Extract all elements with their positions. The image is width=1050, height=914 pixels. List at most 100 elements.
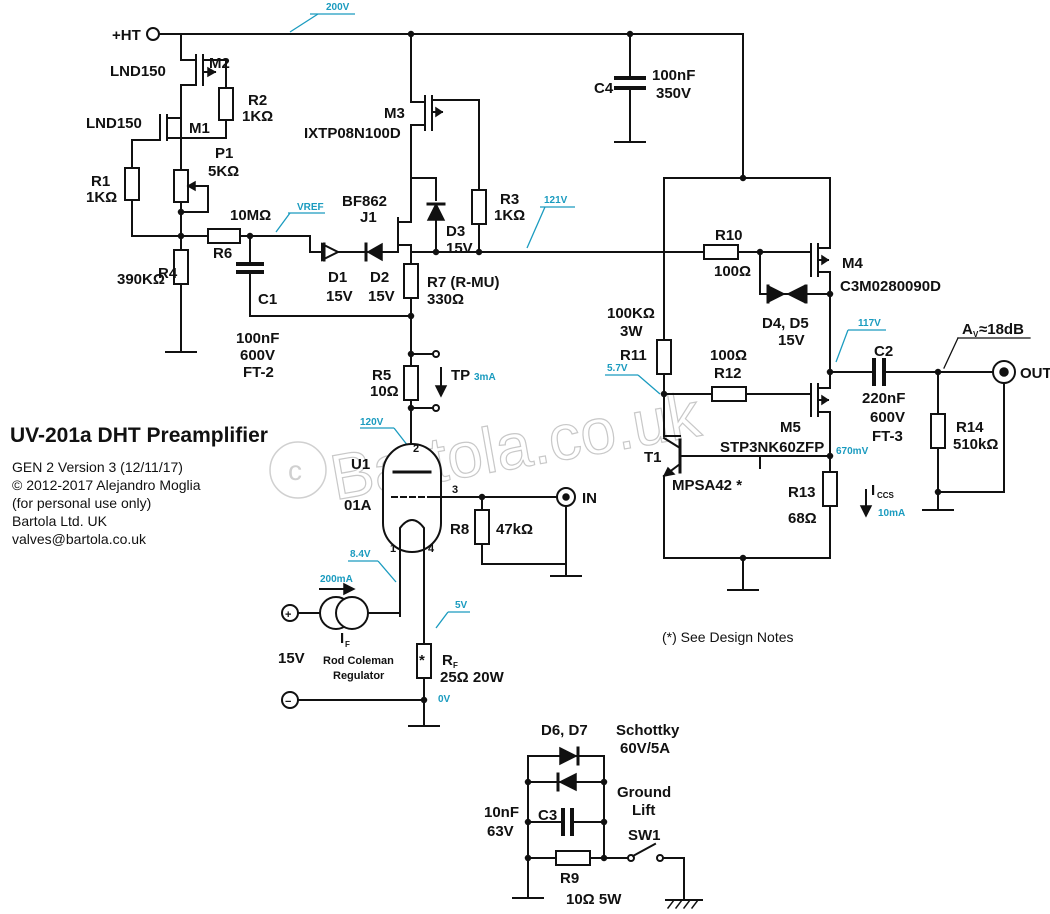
vref-label: VREF	[297, 202, 324, 213]
svg-text:117V: 117V	[858, 318, 881, 329]
r9-resistor	[555, 850, 591, 866]
svg-text:47kΩ: 47kΩ	[496, 521, 533, 538]
svg-text:Regulator: Regulator	[333, 670, 385, 682]
svg-text:68Ω: 68Ω	[788, 510, 817, 527]
info-line: © 2012-2017 Alejandro Moglia	[12, 477, 201, 493]
r2-resistor	[218, 87, 234, 121]
svg-text:T1: T1	[644, 449, 662, 466]
svg-text:M1: M1	[189, 120, 210, 137]
svg-text:D6, D7: D6, D7	[541, 722, 588, 739]
d3-zener	[426, 202, 446, 221]
svg-text:*: *	[419, 652, 425, 669]
svg-text:Schottky: Schottky	[616, 722, 680, 739]
r13-resistor	[822, 471, 838, 507]
svg-text:R13: R13	[788, 484, 816, 501]
svg-text:I: I	[340, 630, 344, 647]
svg-text:200mA: 200mA	[320, 574, 353, 585]
svg-text:5.7V: 5.7V	[607, 363, 628, 374]
r3-resistor	[471, 189, 487, 225]
svg-text:Rod Coleman: Rod Coleman	[323, 655, 394, 667]
svg-text:390KΩ: 390KΩ	[117, 271, 165, 288]
svg-text:F: F	[453, 661, 458, 670]
d6-diode	[559, 746, 578, 766]
svg-text:R11: R11	[620, 347, 647, 364]
svg-text:121V: 121V	[544, 195, 568, 206]
svg-text:c: c	[288, 455, 302, 486]
svg-text:R1: R1	[91, 173, 110, 190]
r7-resistor	[403, 263, 419, 299]
ht-voltage: 200V	[326, 2, 350, 13]
svg-text:C2: C2	[874, 343, 893, 360]
r12-resistor	[711, 386, 747, 402]
svg-text:CCS: CCS	[877, 491, 895, 500]
svg-text:R14: R14	[956, 419, 984, 436]
svg-text:F: F	[345, 640, 350, 649]
d5-zener	[786, 284, 805, 304]
svg-text:15V: 15V	[326, 288, 353, 305]
info-line: (for personal use only)	[12, 495, 151, 511]
svg-text:Ground: Ground	[617, 784, 671, 801]
svg-text:+: +	[285, 609, 291, 621]
svg-text:220nF: 220nF	[862, 390, 905, 407]
d2-diode	[366, 242, 383, 262]
svg-text:LND150: LND150	[86, 115, 142, 132]
svg-text:10nF: 10nF	[484, 804, 519, 821]
svg-text:15V: 15V	[778, 332, 805, 349]
svg-text:15V: 15V	[446, 240, 473, 257]
info-line: GEN 2 Version 3 (12/11/17)	[12, 459, 183, 475]
svg-text:8.4V: 8.4V	[350, 549, 371, 560]
info-line: Bartola Ltd. UK	[12, 513, 108, 529]
svg-text:M4: M4	[842, 255, 863, 272]
svg-text:60V/5A: 60V/5A	[620, 740, 670, 757]
svg-text:01A: 01A	[344, 497, 372, 514]
svg-text:≈18dB: ≈18dB	[979, 321, 1024, 338]
svg-text:100Ω: 100Ω	[710, 347, 747, 364]
svg-text:LND150: LND150	[110, 63, 166, 80]
svg-text:IXTP08N100D: IXTP08N100D	[304, 125, 401, 142]
svg-text:FT-3: FT-3	[872, 428, 903, 445]
svg-text:D2: D2	[370, 269, 389, 286]
svg-text:R2: R2	[248, 92, 267, 109]
ht-label: +HT	[112, 27, 141, 44]
svg-text:15V: 15V	[278, 650, 305, 667]
svg-text:63V: 63V	[487, 823, 514, 840]
svg-text:10mA: 10mA	[878, 508, 905, 519]
svg-text:MPSA42 *: MPSA42 *	[672, 477, 742, 494]
svg-text:350V: 350V	[656, 85, 691, 102]
p1-potentiometer	[173, 169, 189, 203]
r1-resistor	[124, 167, 140, 201]
r14-resistor	[930, 413, 946, 449]
svg-text:330Ω: 330Ω	[427, 291, 464, 308]
svg-text:M5: M5	[780, 419, 801, 436]
svg-text:C4: C4	[594, 80, 614, 97]
svg-text:R7 (R-MU): R7 (R-MU)	[427, 274, 500, 291]
svg-text:BF862: BF862	[342, 193, 387, 210]
svg-text:FT-2: FT-2	[243, 364, 274, 381]
svg-text:IN: IN	[582, 490, 597, 507]
svg-text:600V: 600V	[240, 347, 275, 364]
svg-text:C1: C1	[258, 291, 277, 308]
svg-text:1KΩ: 1KΩ	[86, 189, 117, 206]
svg-text:R12: R12	[714, 365, 742, 382]
svg-text:Lift: Lift	[632, 802, 655, 819]
r6-resistor	[207, 228, 241, 244]
svg-text:TP: TP	[451, 367, 470, 384]
svg-text:A: A	[962, 321, 973, 338]
svg-text:3mA: 3mA	[474, 372, 496, 383]
ht-terminal	[146, 27, 160, 41]
svg-text:C3: C3	[538, 807, 557, 824]
svg-text:U1: U1	[351, 456, 370, 473]
svg-text:510kΩ: 510kΩ	[953, 436, 998, 453]
svg-text:−: −	[285, 696, 291, 708]
svg-text:R6: R6	[213, 245, 232, 262]
svg-text:4: 4	[428, 543, 435, 555]
design-notes: (*) See Design Notes	[662, 629, 794, 645]
r5-resistor	[403, 365, 419, 401]
info-line: valves@bartola.co.uk	[12, 531, 147, 547]
r11-resistor	[656, 339, 672, 375]
svg-text:R8: R8	[450, 521, 469, 538]
svg-text:1KΩ: 1KΩ	[242, 108, 273, 125]
svg-text:STP3NK60ZFP: STP3NK60ZFP	[720, 439, 824, 456]
svg-text:R9: R9	[560, 870, 579, 887]
